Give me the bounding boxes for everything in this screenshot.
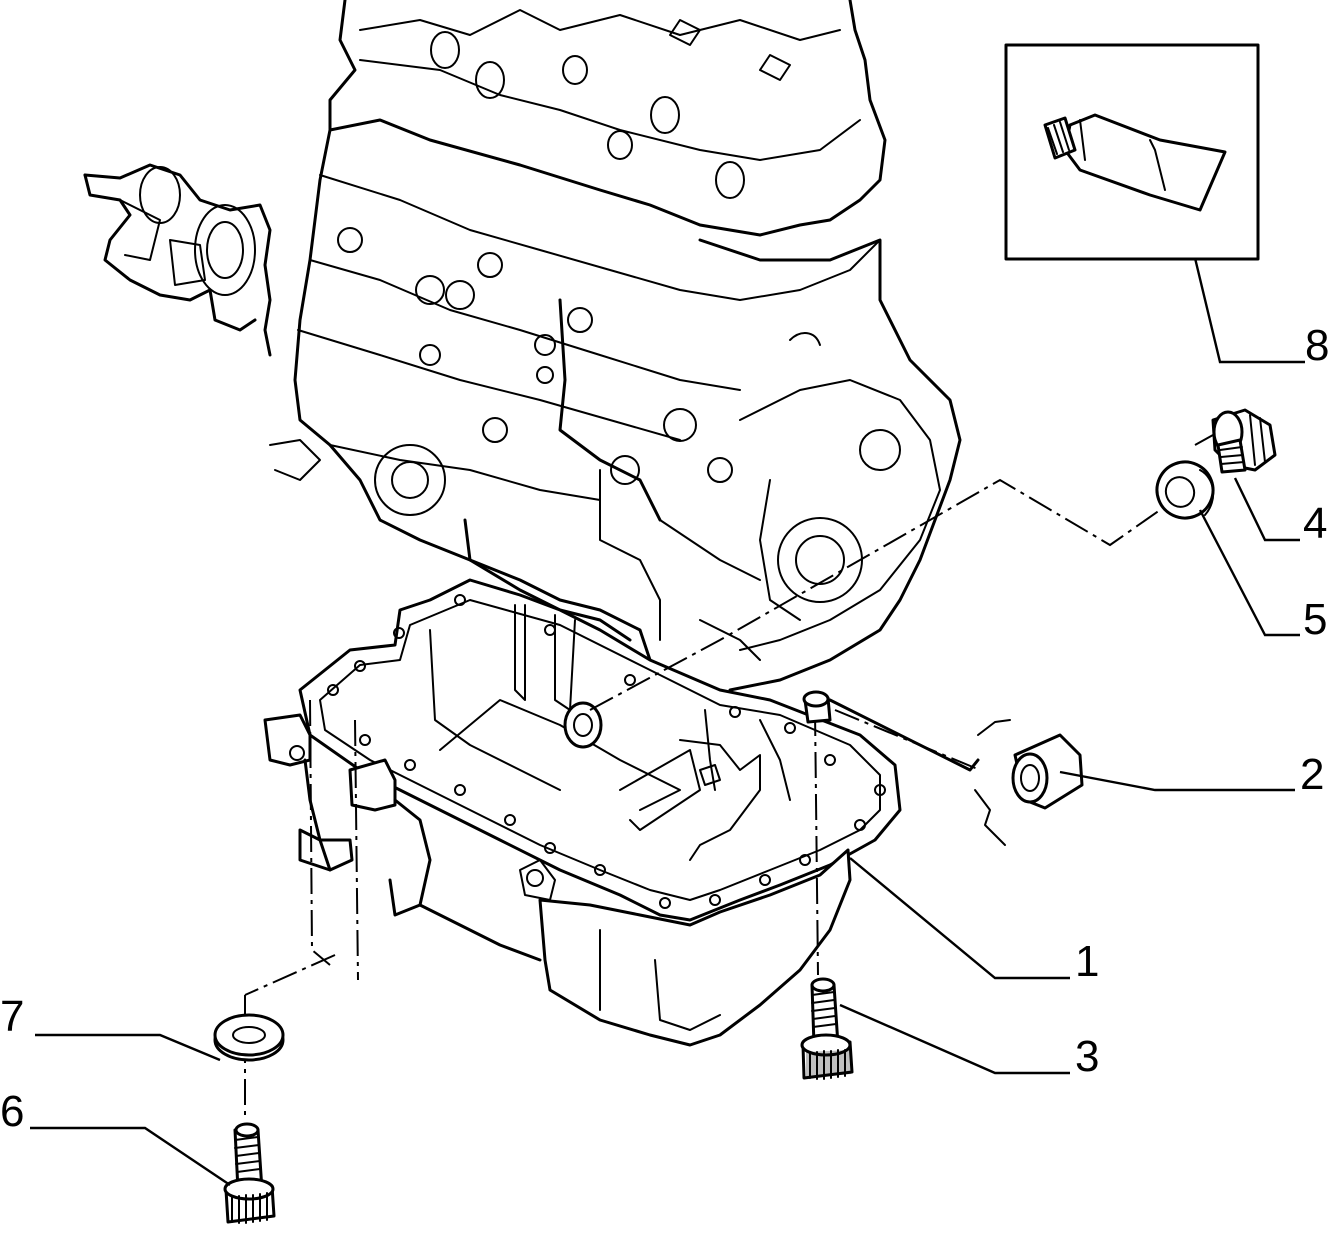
crankshaft <box>83 163 272 357</box>
part-7-washer <box>213 1013 285 1062</box>
callout-5: 5 <box>1303 595 1328 644</box>
part-6-screw <box>223 1122 276 1224</box>
part-2-plug <box>802 690 1084 846</box>
engine-block <box>269 0 962 692</box>
part-4-drain-plug <box>1211 408 1277 474</box>
callout-4: 4 <box>1303 499 1328 548</box>
leader-lines <box>30 257 1305 1186</box>
callout-3: 3 <box>1075 1032 1100 1081</box>
center-lines <box>244 419 1241 1120</box>
part-5-washer <box>1155 460 1215 520</box>
part-8-sealant-tube <box>1004 43 1260 261</box>
oil-pan <box>263 578 902 1047</box>
part-3-screw <box>800 977 854 1080</box>
callout-2: 2 <box>1300 750 1325 799</box>
callout-8: 8 <box>1305 321 1330 370</box>
callout-7: 7 <box>0 992 25 1041</box>
callout-6: 6 <box>0 1087 25 1136</box>
callout-1: 1 <box>1075 937 1100 986</box>
